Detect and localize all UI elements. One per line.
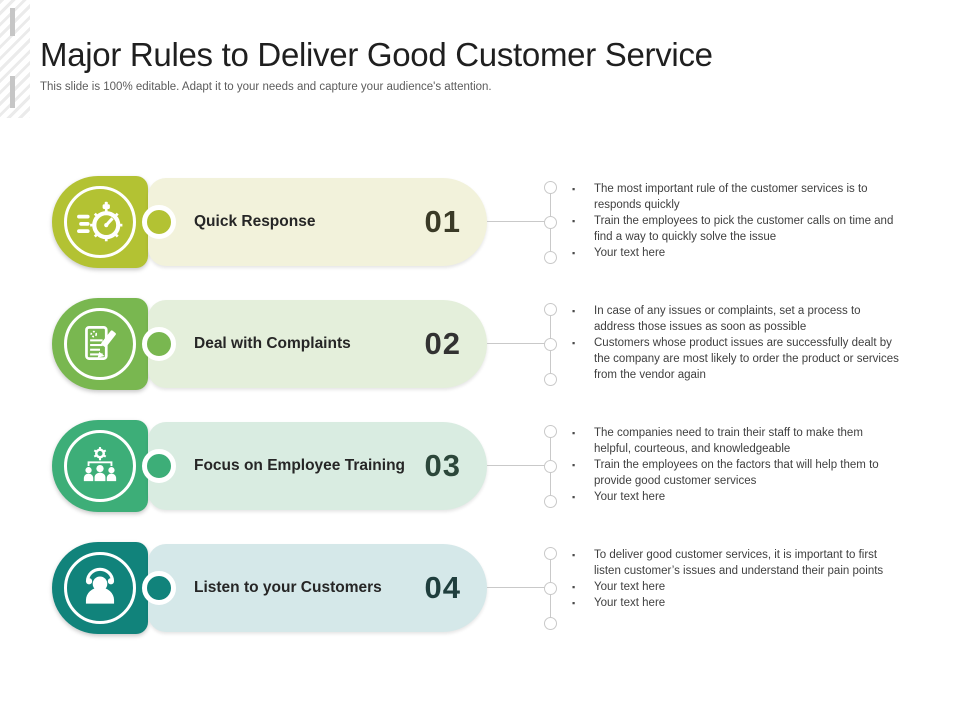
bullet-text: Your text here (594, 247, 666, 259)
connector-dot (544, 617, 557, 630)
list-item: ▪ The most important rule of the customer… (572, 181, 902, 213)
icon-badge (52, 420, 148, 512)
bullet-text: Train the employees to pick the customer… (594, 215, 894, 243)
rule-row-deal-with-complaints: Deal with Complaints 02 ▪ In case of any … (52, 298, 932, 390)
bullet-text: Customers whose product issues are succe… (594, 337, 899, 381)
bullet-list: ▪ In case of any issues or complaints, se… (572, 303, 902, 383)
list-item: ▪ Customers whose product issues are succ… (572, 335, 902, 383)
list-item: ▪ Your text here (572, 579, 902, 595)
list-item: ▪ Train the employees on the factors that… (572, 457, 902, 489)
list-item: ▪ The companies need to train their staff… (572, 425, 902, 457)
connector-dot (544, 181, 557, 194)
puzzle-knob (142, 327, 176, 361)
bullet-text: Train the employees on the factors that … (594, 459, 879, 487)
connector-dot (544, 460, 557, 473)
bullet-text: The companies need to train their staff … (594, 427, 863, 455)
connector-dot (544, 338, 557, 351)
list-item: ▪ Your text here (572, 245, 902, 261)
connector-dot (544, 582, 557, 595)
icon-ring (64, 308, 136, 380)
bullet-text: Your text here (594, 581, 666, 593)
connector-dot (544, 425, 557, 438)
connector-line (487, 343, 550, 344)
bullet-list: ▪ The most important rule of the customer… (572, 181, 902, 261)
icon-badge (52, 542, 148, 634)
rule-row-listen-to-customers: Listen to your Customers 04 ▪ To deliver … (52, 542, 932, 634)
bullet-list: ▪ The companies need to train their staff… (572, 425, 902, 505)
rule-label: Deal with Complaints (194, 335, 351, 352)
rule-row-quick-response: Quick Response 01 ▪ The most important ru… (52, 176, 932, 268)
bullet-marker: ▪ (572, 550, 576, 560)
icon-ring (64, 430, 136, 502)
list-item: ▪ Your text here (572, 489, 902, 505)
rule-number: 03 (424, 448, 461, 483)
list-item: ▪ To deliver good customer services, it i… (572, 547, 902, 579)
rule-number: 02 (424, 326, 461, 361)
icon-ring (64, 552, 136, 624)
puzzle-knob (142, 205, 176, 239)
list-item: ▪ Train the employees to pick the custome… (572, 213, 902, 245)
rule-label: Focus on Employee Training (194, 457, 406, 474)
connector-dot (544, 251, 557, 264)
icon-badge (52, 298, 148, 390)
connector-dot (544, 303, 557, 316)
connector-dot (544, 216, 557, 229)
connector-line (487, 587, 550, 588)
bullet-text: The most important rule of the customer … (594, 183, 868, 211)
puzzle-knob (142, 449, 176, 483)
page-subtitle: This slide is 100% editable. Adapt it to… (40, 81, 492, 93)
stopwatch-icon (77, 201, 123, 242)
rule-pill: Focus on Employee Training 03 (148, 422, 487, 510)
rule-pill: Deal with Complaints 02 (148, 300, 487, 388)
complaint-document-icon (85, 325, 116, 360)
rule-row-employee-training: Focus on Employee Training 03 ▪ The compa… (52, 420, 932, 512)
bullet-text: Your text here (594, 597, 666, 609)
employee-training-icon (83, 447, 117, 482)
bullet-marker: ▪ (572, 306, 576, 316)
connector-dot (544, 373, 557, 386)
bullet-text: In case of any issues or complaints, set… (594, 305, 861, 333)
decoration-bar (10, 8, 15, 36)
bullet-marker: ▪ (572, 492, 576, 502)
list-item: ▪ In case of any issues or complaints, se… (572, 303, 902, 335)
bullet-marker: ▪ (572, 248, 576, 258)
page-title: Major Rules to Deliver Good Customer Ser… (40, 36, 713, 73)
bullet-marker: ▪ (572, 582, 576, 592)
connector-line (487, 465, 550, 466)
rule-pill: Quick Response 01 (148, 178, 487, 266)
bullet-marker: ▪ (572, 428, 576, 438)
connector-dot (544, 495, 557, 508)
headset-support-icon (85, 567, 115, 604)
rule-pill: Listen to your Customers 04 (148, 544, 487, 632)
rule-label: Listen to your Customers (194, 579, 382, 596)
bullet-marker: ▪ (572, 184, 576, 194)
list-item: ▪ Your text here (572, 595, 902, 611)
rule-number: 01 (424, 204, 461, 239)
connector-line (487, 221, 550, 222)
bullet-marker: ▪ (572, 460, 576, 470)
rule-number: 04 (424, 570, 461, 605)
bullet-text: Your text here (594, 491, 666, 503)
hatch-decoration (0, 0, 30, 118)
puzzle-knob (142, 571, 176, 605)
connector-dot (544, 547, 557, 560)
bullet-marker: ▪ (572, 216, 576, 226)
bullet-text: To deliver good customer services, it is… (594, 549, 884, 577)
bullet-marker: ▪ (572, 598, 576, 608)
icon-ring (64, 186, 136, 258)
icon-badge (52, 176, 148, 268)
rule-label: Quick Response (194, 213, 316, 230)
bullet-marker: ▪ (572, 338, 576, 348)
decoration-bar (10, 76, 15, 108)
bullet-list: ▪ To deliver good customer services, it i… (572, 547, 902, 611)
